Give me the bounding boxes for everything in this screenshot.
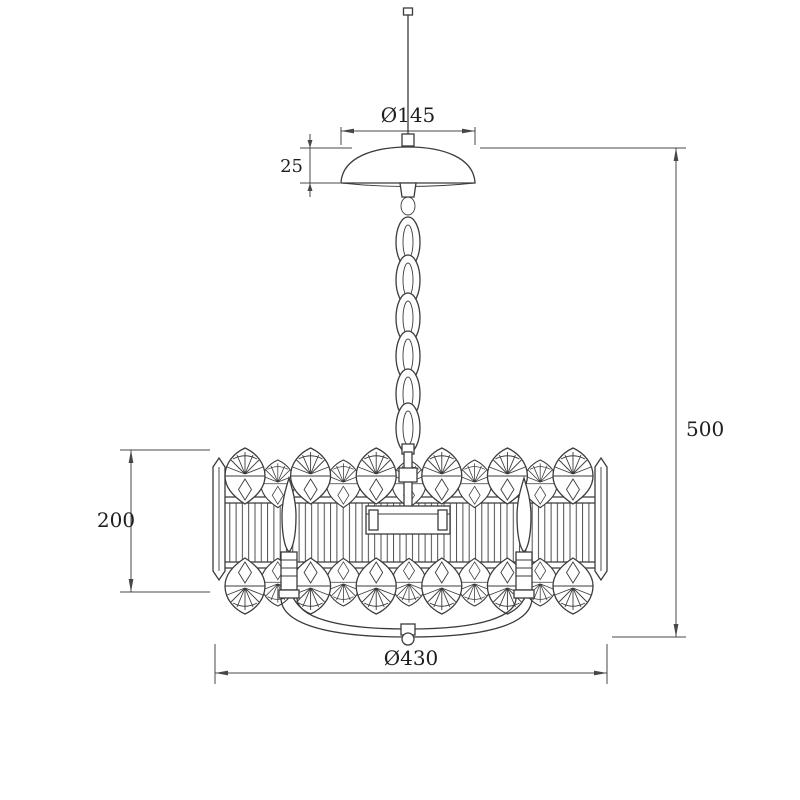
dim-label-body-height: 200 — [97, 508, 135, 532]
dim-overall-height: 500 — [480, 147, 724, 638]
dim-label-canopy-diameter: Ø145 — [381, 103, 436, 127]
hanging-chain — [395, 216, 421, 454]
center-column — [365, 443, 451, 535]
side-crystal-right — [594, 457, 608, 581]
ceiling-stem — [401, 7, 415, 147]
candle-arms — [280, 597, 533, 646]
dim-body-height: 200 — [97, 449, 210, 593]
dim-canopy-diameter: Ø145 — [340, 103, 476, 145]
dim-label-body-diameter: Ø430 — [384, 646, 439, 670]
chandelier-body — [212, 443, 608, 646]
dim-label-overall-height: 500 — [686, 417, 724, 441]
ceiling-canopy — [340, 146, 476, 216]
dim-label-canopy-height: 25 — [280, 156, 303, 177]
side-crystal-left — [212, 457, 226, 581]
dim-canopy-height: 25 — [280, 134, 352, 197]
dim-body-diameter: Ø430 — [214, 644, 608, 684]
